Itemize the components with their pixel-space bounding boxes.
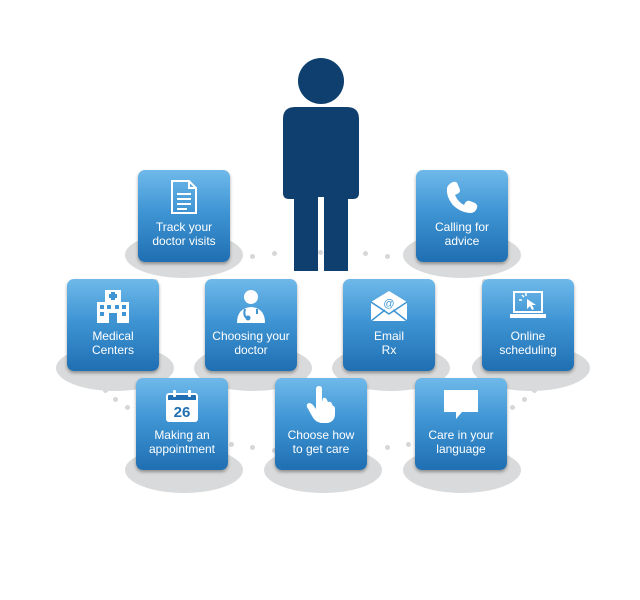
tile-label: Calling for advice <box>434 220 490 248</box>
tile-label: Email Rx <box>373 329 404 357</box>
connector-dot <box>384 445 390 451</box>
tile-label: Making an appointment <box>148 428 216 456</box>
laptop-cursor-icon <box>482 287 574 325</box>
connector-dot <box>510 405 516 411</box>
connector-dot <box>272 251 278 257</box>
tile-label: Choosing your doctor <box>212 329 290 357</box>
hospital-icon <box>67 287 159 325</box>
tile-calling-for-advice[interactable]: Calling for advice <box>416 170 508 262</box>
calendar-number: 26 <box>174 404 191 421</box>
document-icon <box>138 178 230 216</box>
tile-care-in-your-language[interactable]: Care in your language <box>415 378 507 470</box>
doctor-icon <box>205 287 297 325</box>
person-icon <box>283 58 359 271</box>
connector-dot <box>112 396 118 402</box>
email-icon: @ <box>343 287 435 325</box>
phone-icon <box>416 178 508 216</box>
speech-bubble-icon <box>415 386 507 424</box>
connector-dot <box>124 405 130 411</box>
tile-label: Medical Centers <box>91 329 135 357</box>
calendar-icon: 26 <box>136 386 228 424</box>
tile-label: Choose how to get care <box>287 428 355 456</box>
connector-dot <box>384 253 390 259</box>
tile-label: Online scheduling <box>499 329 557 357</box>
connector-dot <box>250 253 256 259</box>
tile-label: Track your doctor visits <box>152 220 216 248</box>
tile-choosing-your-doctor[interactable]: Choosing your doctor <box>205 279 297 371</box>
connector-dot <box>317 249 323 255</box>
tile-making-an-appointment[interactable]: 26 Making an appointment <box>136 378 228 470</box>
hand-pointer-icon <box>275 386 367 424</box>
tile-medical-centers[interactable]: Medical Centers <box>67 279 159 371</box>
connector-dot <box>406 441 412 447</box>
tile-track-doctor-visits[interactable]: Track your doctor visits <box>138 170 230 262</box>
tile-online-scheduling[interactable]: Online scheduling <box>482 279 574 371</box>
connector-dot <box>272 447 278 453</box>
connector-dot <box>250 445 256 451</box>
connector-dot <box>228 441 234 447</box>
svg-text:@: @ <box>383 298 394 310</box>
tile-label: Care in your language <box>428 428 494 456</box>
connector-dot <box>522 396 528 402</box>
connector-dot <box>362 251 368 257</box>
tile-choose-how-to-get-care[interactable]: Choose how to get care <box>275 378 367 470</box>
tile-email-rx[interactable]: @ Email Rx <box>343 279 435 371</box>
